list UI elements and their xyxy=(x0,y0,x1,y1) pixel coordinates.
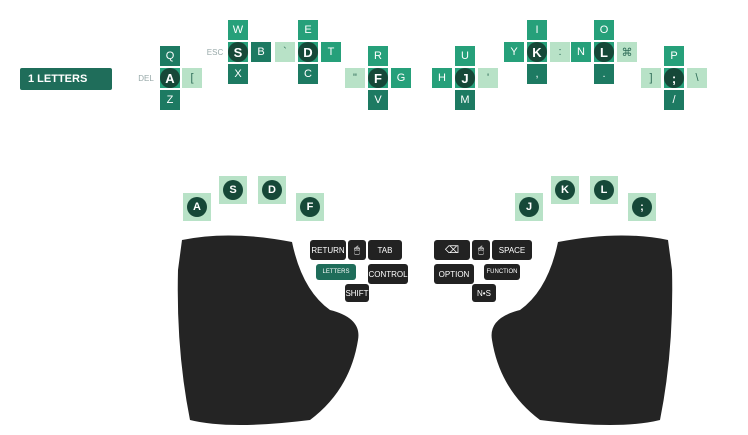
home-key-s[interactable]: S xyxy=(219,176,247,204)
thumb-backspace-key[interactable]: ⌫ xyxy=(434,240,470,260)
home-key-l-label: L xyxy=(594,180,614,200)
thumb-control-key[interactable]: CONTROL xyxy=(368,264,408,284)
thumb-shift-key[interactable]: SHIFT xyxy=(345,284,369,302)
key-c[interactable]: C xyxy=(298,64,318,84)
key-command[interactable]: ⌘ xyxy=(617,42,637,62)
key-y[interactable]: Y xyxy=(504,42,524,62)
home-key-semicolon-label: ; xyxy=(632,197,652,217)
key-l[interactable]: L xyxy=(594,42,614,62)
key-s[interactable]: S xyxy=(228,42,248,62)
key-k[interactable]: K xyxy=(527,42,547,62)
key-t[interactable]: T xyxy=(321,42,341,62)
thumb-ns-key[interactable]: N•S xyxy=(472,284,496,302)
key-z[interactable]: Z xyxy=(160,90,180,110)
key-o[interactable]: O xyxy=(594,20,614,40)
key-colon[interactable]: : xyxy=(550,42,570,62)
home-key-l[interactable]: L xyxy=(590,176,618,204)
thumb-space-key[interactable]: SPACE xyxy=(492,240,532,260)
key-backslash[interactable]: \ xyxy=(687,68,707,88)
key-esc[interactable]: ESC xyxy=(206,47,224,57)
home-key-f[interactable]: F xyxy=(296,193,324,221)
key-w[interactable]: W xyxy=(228,20,248,40)
key-x[interactable]: X xyxy=(228,64,248,84)
home-key-j-label: J xyxy=(519,197,539,217)
key-b[interactable]: B xyxy=(251,42,271,62)
thumb-tab-key[interactable]: TAB xyxy=(368,240,402,260)
key-a[interactable]: A xyxy=(160,68,180,88)
home-key-d[interactable]: D xyxy=(258,176,286,204)
home-key-semicolon[interactable]: ; xyxy=(628,193,656,221)
key-bracket-right[interactable]: ] xyxy=(641,68,661,88)
home-key-a-label: A xyxy=(187,197,207,217)
key-h[interactable]: H xyxy=(432,68,452,88)
key-i[interactable]: I xyxy=(527,20,547,40)
thumb-function-key[interactable]: FUNCTION xyxy=(484,264,520,280)
home-key-d-label: D xyxy=(262,180,282,200)
key-m[interactable]: M xyxy=(455,90,475,110)
mouse-icon: 🖱 xyxy=(354,244,360,256)
key-g[interactable]: G xyxy=(391,68,411,88)
thumb-letters-key[interactable]: LETTERS xyxy=(316,264,356,280)
key-u[interactable]: U xyxy=(455,46,475,66)
key-del[interactable]: DEL xyxy=(138,73,154,83)
thumb-return-key[interactable]: RETURN xyxy=(310,240,346,260)
key-v[interactable]: V xyxy=(368,90,388,110)
key-comma[interactable]: , xyxy=(527,64,547,84)
backspace-icon: ⌫ xyxy=(444,244,460,256)
key-q[interactable]: Q xyxy=(160,46,180,66)
home-key-k-label: K xyxy=(555,180,575,200)
home-key-a[interactable]: A xyxy=(183,193,211,221)
key-quote[interactable]: " xyxy=(345,68,365,88)
thumb-mouse-key-right[interactable]: 🖱 xyxy=(472,240,490,260)
key-bracket-left[interactable]: [ xyxy=(182,68,202,88)
key-period[interactable]: . xyxy=(594,64,614,84)
thumb-mouse-key-left[interactable]: 🖱 xyxy=(348,240,366,260)
key-j[interactable]: J xyxy=(455,68,475,88)
key-d[interactable]: D xyxy=(298,42,318,62)
key-backtick[interactable]: ` xyxy=(275,42,295,62)
home-key-k[interactable]: K xyxy=(551,176,579,204)
home-key-j[interactable]: J xyxy=(515,193,543,221)
key-r[interactable]: R xyxy=(368,46,388,66)
key-n[interactable]: N xyxy=(571,42,591,62)
layer-label: 1 LETTERS xyxy=(20,68,112,90)
key-slash[interactable]: / xyxy=(664,90,684,110)
key-apostrophe[interactable]: ' xyxy=(478,68,498,88)
key-semicolon[interactable]: ; xyxy=(664,68,684,88)
mouse-icon: 🖱 xyxy=(478,244,484,256)
home-key-s-label: S xyxy=(223,180,243,200)
right-palm-pad xyxy=(491,235,673,425)
home-key-f-label: F xyxy=(300,197,320,217)
left-palm-pad xyxy=(177,235,359,425)
key-e[interactable]: E xyxy=(298,20,318,40)
thumb-option-key[interactable]: OPTION xyxy=(434,264,474,284)
key-f[interactable]: F xyxy=(368,68,388,88)
key-p[interactable]: P xyxy=(664,46,684,66)
